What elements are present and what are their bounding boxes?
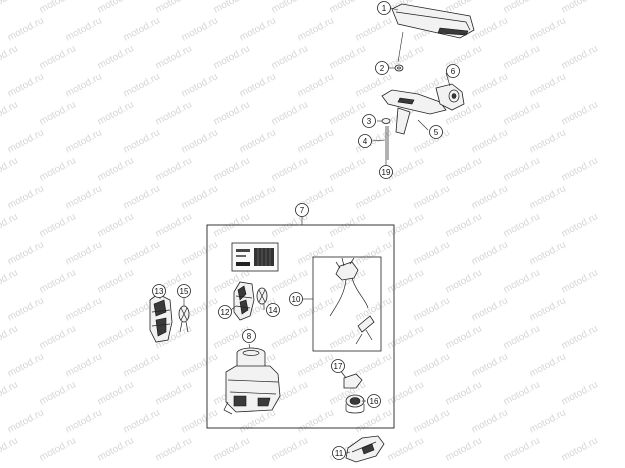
callout-label: 10 (292, 295, 301, 304)
callout-13[interactable]: 13 (152, 284, 166, 298)
callout-11[interactable]: 11 (332, 446, 346, 460)
callout-label: 4 (363, 137, 368, 146)
callout-label: 17 (334, 362, 343, 371)
callout-label: 15 (180, 287, 189, 296)
callout-10[interactable]: 10 (289, 292, 303, 306)
callout-circle (377, 1, 391, 15)
callout-circle (379, 165, 393, 179)
callout-label: 16 (370, 397, 379, 406)
label-plate[interactable] (231, 242, 279, 272)
callout-1[interactable]: 1 (377, 1, 391, 15)
part-11-cover[interactable] (345, 435, 385, 463)
part-12-unit[interactable] (233, 281, 255, 321)
callout-circle (375, 61, 389, 75)
callout-17[interactable]: 17 (331, 359, 345, 373)
part-19-bolt[interactable] (385, 126, 389, 160)
callout-5[interactable]: 5 (429, 125, 443, 139)
callout-circle (446, 64, 460, 78)
part-13-unit[interactable] (149, 293, 173, 343)
callout-label: 19 (382, 168, 391, 177)
callout-label: 5 (434, 128, 439, 137)
callout-label: 11 (335, 449, 344, 458)
callout-circle (332, 446, 346, 460)
callout-circle (367, 394, 381, 408)
callout-14[interactable]: 14 (266, 303, 280, 317)
callout-circle (331, 359, 345, 373)
callout-circle (429, 125, 443, 139)
kit-10-frame (302, 256, 382, 352)
part-3-washer[interactable] (381, 118, 391, 124)
callout-15[interactable]: 15 (177, 284, 191, 298)
part-17-sensor[interactable] (339, 369, 363, 389)
part-8-motor-assembly[interactable] (223, 347, 281, 415)
part-15-clip[interactable] (178, 305, 190, 333)
callout-19[interactable]: 19 (379, 165, 393, 179)
callout-label: 7 (300, 206, 305, 215)
callout-label: 6 (451, 67, 456, 76)
callout-label: 13 (155, 287, 164, 296)
callout-7[interactable]: 7 (295, 203, 309, 217)
callout-circle (362, 114, 376, 128)
callout-circle (266, 303, 280, 317)
part-10-cable[interactable] (329, 257, 375, 345)
callout-4[interactable]: 4 (358, 134, 372, 148)
callout-label: 1 (382, 4, 387, 13)
part-1-instrument-cover[interactable] (391, 3, 475, 39)
part-16-rotor[interactable] (345, 394, 365, 414)
part-14-clip[interactable] (256, 287, 268, 305)
callout-circle (218, 305, 232, 319)
callout-circle (358, 134, 372, 148)
kit-7-frame (206, 217, 395, 429)
callout-circle (295, 203, 309, 217)
callout-label: 3 (367, 117, 372, 126)
part-6-mount[interactable] (435, 83, 465, 111)
part-5-bracket[interactable] (381, 89, 447, 135)
callout-circle (242, 329, 256, 343)
callout-label: 8 (247, 332, 252, 341)
callout-circle (289, 292, 303, 306)
callout-6[interactable]: 6 (446, 64, 460, 78)
callout-label: 14 (269, 306, 278, 315)
callout-16[interactable]: 16 (367, 394, 381, 408)
callout-circle (177, 284, 191, 298)
callout-3[interactable]: 3 (362, 114, 376, 128)
callout-circle (152, 284, 166, 298)
part-2-bushing[interactable] (394, 64, 404, 72)
callout-label: 12 (221, 308, 230, 317)
callout-12[interactable]: 12 (218, 305, 232, 319)
callout-8[interactable]: 8 (242, 329, 256, 343)
callout-label: 2 (380, 64, 385, 73)
callout-2[interactable]: 2 (375, 61, 389, 75)
